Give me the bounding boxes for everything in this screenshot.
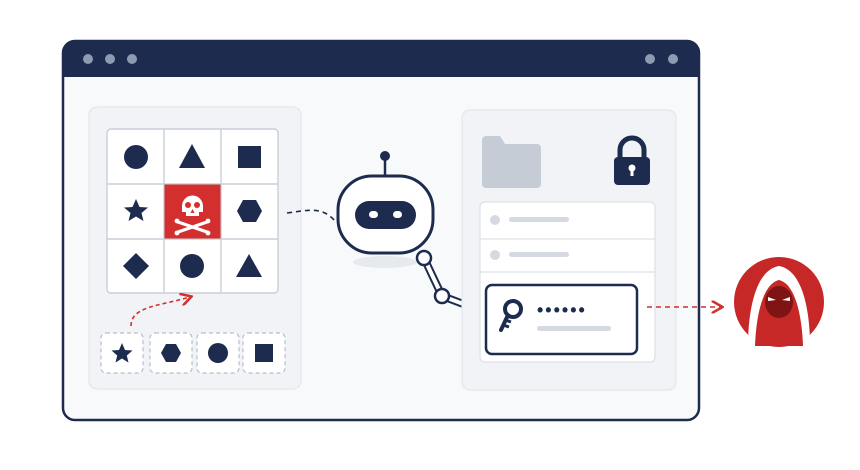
star-icon[interactable] bbox=[111, 343, 133, 363]
hexagon-icon[interactable] bbox=[161, 344, 181, 362]
circle-icon[interactable] bbox=[124, 145, 148, 169]
triangle-icon[interactable] bbox=[179, 144, 205, 168]
folder-icon bbox=[482, 136, 541, 188]
circle-icon[interactable] bbox=[208, 343, 228, 363]
password-mask: •••••• bbox=[537, 300, 587, 320]
password-card[interactable]: •••••• bbox=[484, 283, 639, 356]
window-dot bbox=[645, 54, 655, 64]
window-dot bbox=[127, 54, 137, 64]
key-icon bbox=[499, 299, 523, 332]
window-dot bbox=[83, 54, 93, 64]
connector-line bbox=[286, 209, 337, 223]
window-dot bbox=[668, 54, 678, 64]
drag-path-arrow bbox=[130, 297, 190, 327]
triangle-icon[interactable] bbox=[236, 254, 262, 277]
circle-icon[interactable] bbox=[180, 254, 204, 278]
lock-icon bbox=[614, 135, 650, 185]
title-bar bbox=[63, 41, 699, 77]
list-item bbox=[490, 250, 569, 260]
skull-crossbones-icon[interactable] bbox=[164, 184, 221, 239]
shape-tray bbox=[100, 332, 286, 374]
diamond-icon[interactable] bbox=[123, 253, 149, 279]
window-dot bbox=[105, 54, 115, 64]
password-underline bbox=[537, 326, 611, 331]
hexagon-icon[interactable] bbox=[237, 200, 262, 222]
list-item bbox=[490, 215, 569, 225]
square-icon[interactable] bbox=[238, 146, 261, 168]
hooded-hacker-icon bbox=[734, 257, 824, 347]
star-icon[interactable] bbox=[124, 199, 148, 221]
square-icon[interactable] bbox=[255, 344, 273, 362]
robot-icon bbox=[336, 151, 435, 268]
captcha-panel bbox=[88, 106, 302, 390]
